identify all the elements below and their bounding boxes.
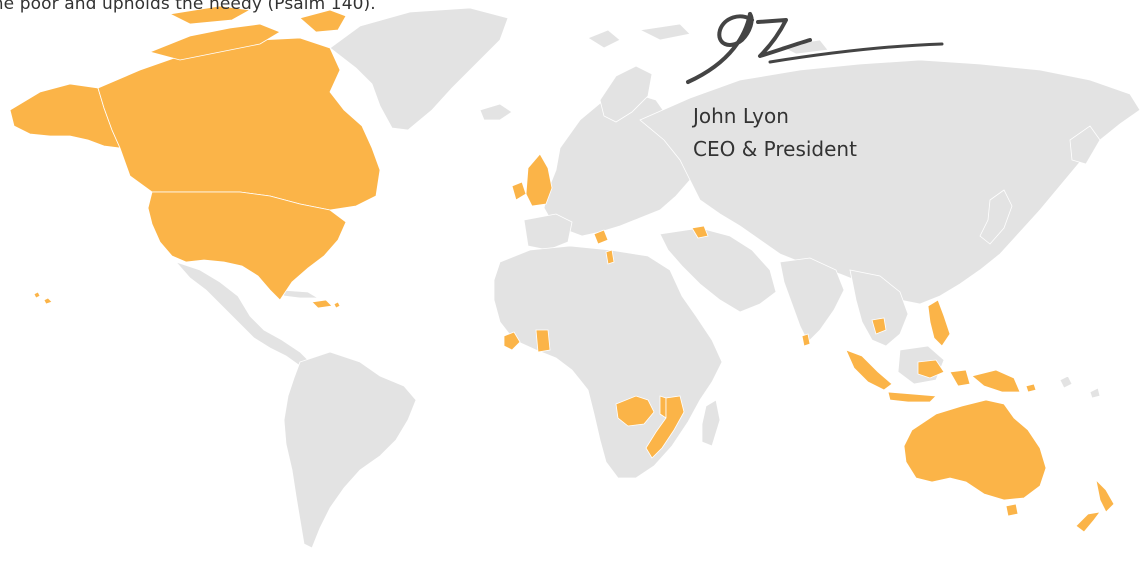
- landmass-russia-asia: [639, 59, 1141, 305]
- landmass-japan: [979, 189, 1013, 245]
- region-tasmania: [1005, 503, 1019, 517]
- region-mozambique: [645, 395, 685, 459]
- signature-stroke-1: [686, 12, 754, 84]
- landmass-africa: [493, 245, 723, 479]
- region-indonesia: [845, 349, 971, 403]
- signature-stroke-2: [756, 18, 812, 58]
- region-malawi: [659, 395, 667, 419]
- signer-title: CEO & President: [693, 137, 857, 161]
- region-caribbean-island: [333, 301, 341, 309]
- region-new-zealand: [1075, 478, 1115, 533]
- region-australia: [903, 399, 1047, 501]
- region-hispaniola: [311, 299, 333, 309]
- region-papua-new-guinea: [971, 369, 1021, 393]
- region-cambodia: [871, 317, 887, 335]
- region-united-states: [147, 191, 347, 301]
- region-philippines: [927, 299, 951, 347]
- region-canada: [97, 37, 381, 211]
- landmass-greenland: [329, 7, 509, 131]
- region-greenland-south: [299, 9, 347, 33]
- region-united-kingdom: [525, 153, 553, 207]
- region-bosnia: [593, 229, 609, 245]
- signature-stroke-3: [768, 42, 944, 64]
- landmass-iceland: [479, 103, 513, 121]
- signature-graphic: [686, 12, 944, 84]
- region-ghana: [535, 329, 551, 353]
- landmass-south-america: [283, 351, 417, 549]
- signer-name: John Lyon: [693, 104, 789, 128]
- landmass-pacific-islands: [1059, 375, 1101, 399]
- landmass-iberia: [523, 213, 573, 251]
- region-hawaii: [33, 291, 53, 305]
- region-alaska: [9, 83, 121, 149]
- landmass-scandinavia: [599, 65, 653, 123]
- landmass-southeast-asia: [849, 269, 909, 347]
- highlighted-countries: [9, 5, 1115, 533]
- region-canada-arctic-islands: [148, 5, 281, 61]
- region-ireland: [511, 181, 527, 201]
- region-liberia: [503, 331, 521, 351]
- landmass-india: [779, 257, 845, 343]
- landmass-kamchatka: [1069, 125, 1101, 165]
- region-solomon-islands: [1025, 383, 1037, 393]
- region-albania: [605, 249, 615, 265]
- landmass-middle-east: [659, 227, 777, 313]
- region-armenia: [691, 225, 709, 239]
- region-zambia: [615, 395, 655, 427]
- landmass-madagascar: [701, 399, 721, 447]
- quote-text: the poor and upholds the needy (Psalm 14…: [0, 0, 376, 14]
- region-sri-lanka: [801, 333, 811, 347]
